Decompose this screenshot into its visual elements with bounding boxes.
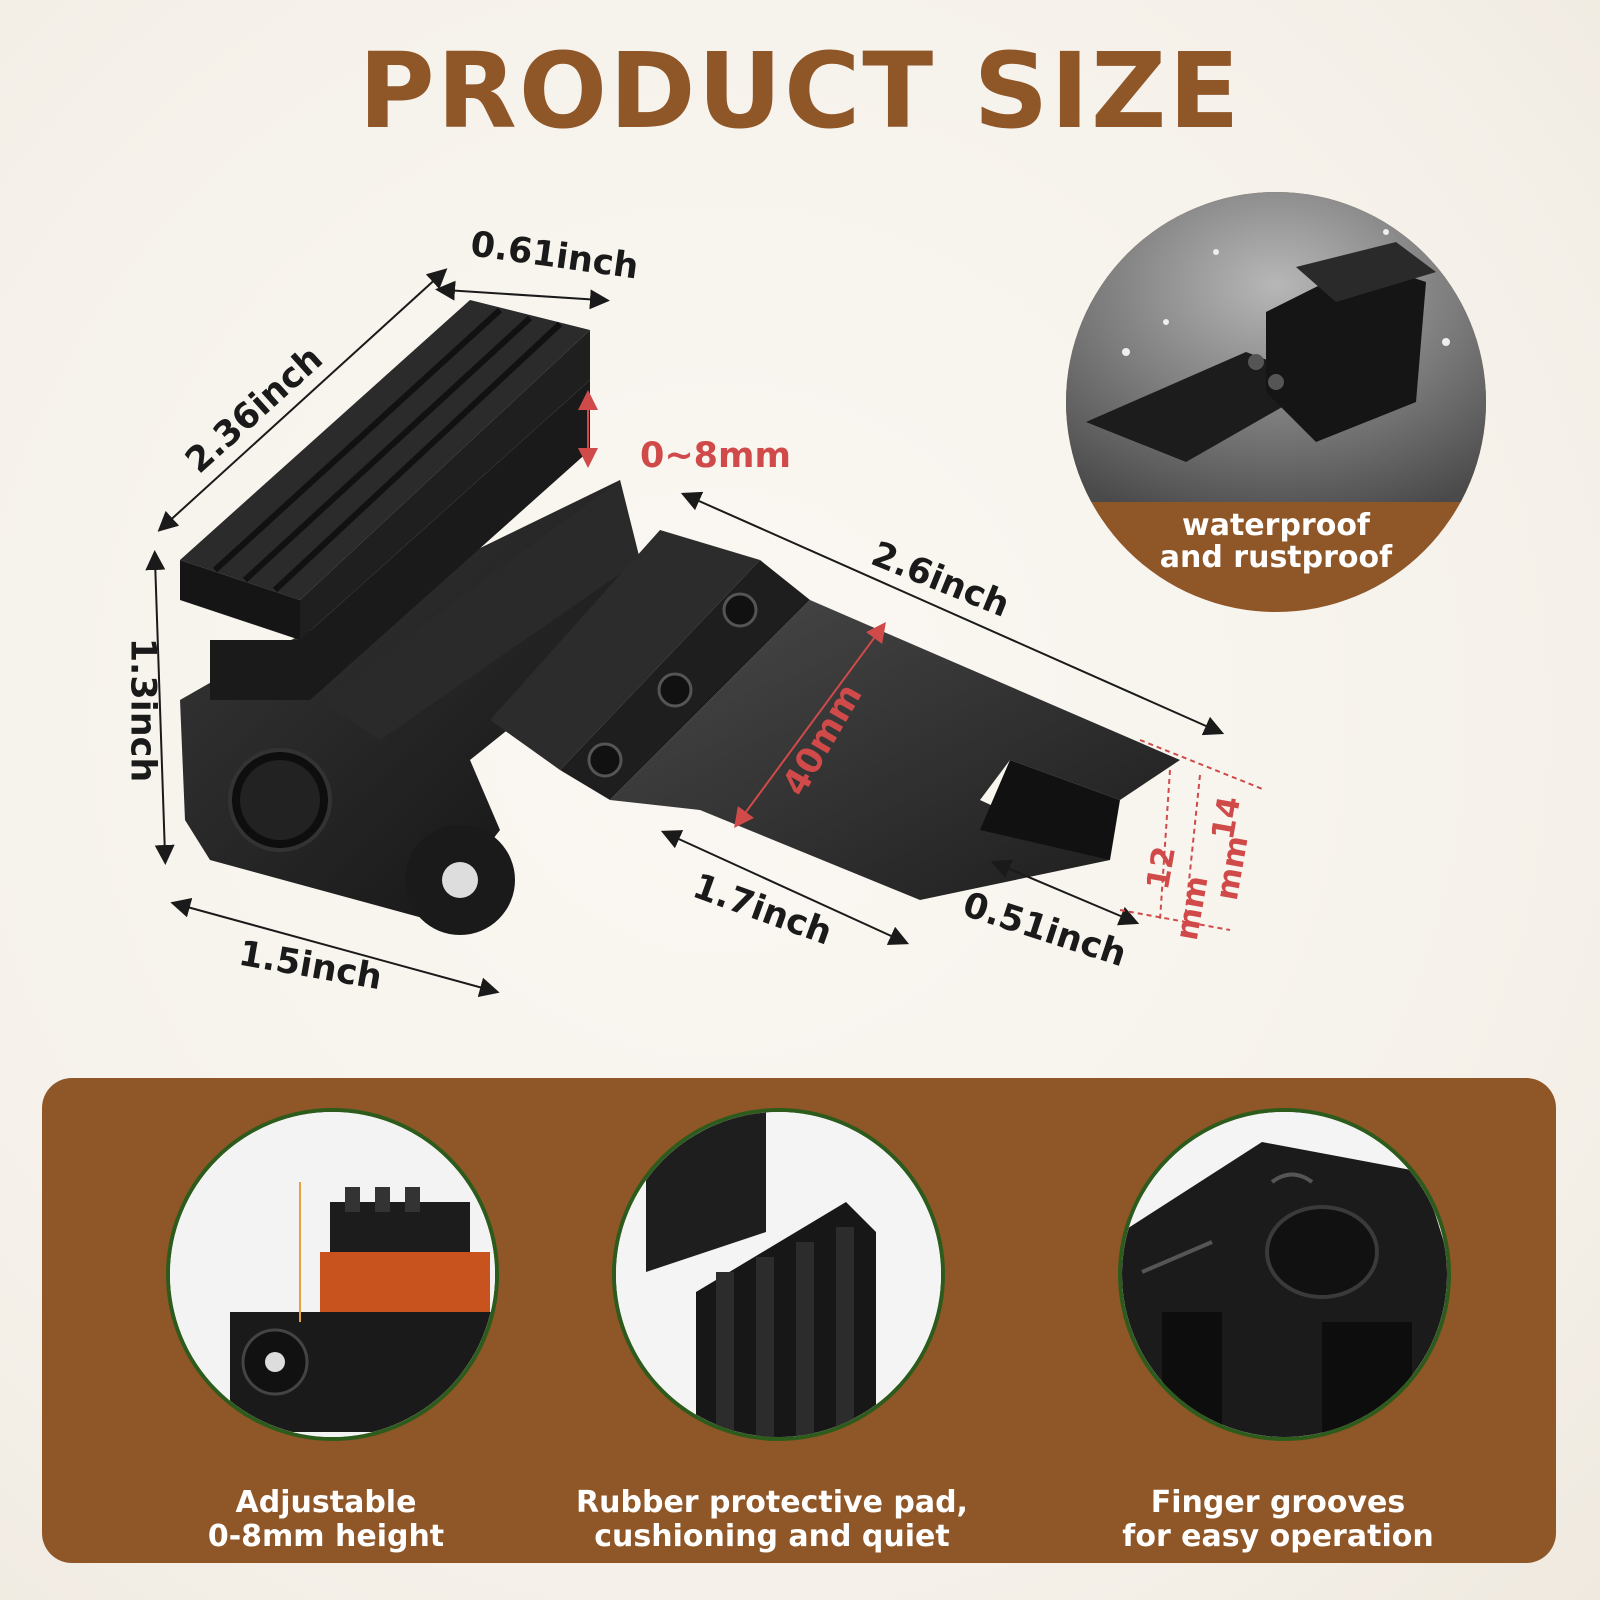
rubber-pad-icon (612, 1108, 945, 1441)
badge-line-2: and rustproof (1159, 540, 1393, 575)
feature-caption: Adjustable 0-8mm height (96, 1486, 556, 1554)
feature-2-line-1: Rubber protective pad, (576, 1485, 968, 1520)
feature-1-line-2: 0-8mm height (207, 1519, 445, 1554)
features-panel: Adjustable 0-8mm height Rubber protectiv… (42, 1078, 1556, 1563)
dimension-lines (145, 268, 1266, 997)
feature-caption: Rubber protective pad, cushioning and qu… (542, 1486, 1002, 1554)
product-illustration (145, 268, 1266, 997)
dim-gap-min: 12 (1140, 843, 1184, 893)
badge-line-1: waterproof (1182, 508, 1370, 543)
feature-3-line-1: Finger grooves (1150, 1485, 1406, 1520)
dim-height: 1.3inch (122, 637, 163, 783)
finger-groove-icon (1118, 1108, 1451, 1441)
feature-2-line-2: cushioning and quiet (594, 1519, 950, 1554)
feature-3-line-2: for easy operation (1122, 1519, 1434, 1554)
height-adjust-icon (166, 1108, 499, 1441)
page-title: PRODUCT SIZE (358, 30, 1242, 152)
waterproof-badge: waterproof and rustproof (1066, 192, 1486, 612)
feature-1-line-1: Adjustable (235, 1485, 417, 1520)
feature-caption: Finger grooves for easy operation (1048, 1486, 1508, 1554)
wet-product-photo (1066, 192, 1486, 502)
dim-adjust-range: 0~8mm (640, 436, 791, 476)
